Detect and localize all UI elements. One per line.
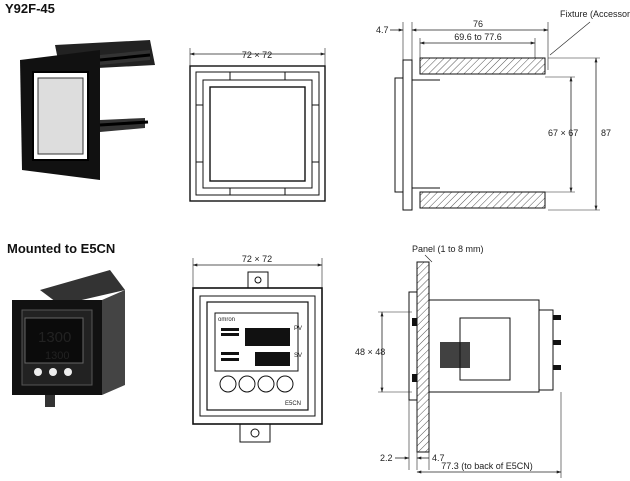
top-side-dim-4-7: 4.7 — [376, 25, 389, 35]
top-front-width-label: 72 × 72 — [242, 50, 272, 60]
bottom-side-dim-77-3: 77.3 (to back of E5CN) — [441, 461, 533, 471]
bottom-side-dim-2-2: 2.2 — [380, 453, 393, 463]
top-side-view — [390, 21, 600, 211]
pv-label: PV — [294, 326, 302, 332]
bottom-side-dim-48: 48 × 48 — [355, 347, 385, 357]
bottom-front-view — [192, 258, 323, 443]
omron-brand-label: omron — [218, 317, 235, 323]
fixture-accessory-label: Fixture (Accessory) — [560, 9, 630, 19]
title-y92f-45: Y92F-45 — [5, 1, 55, 16]
photo-sv-readout: 1300 — [45, 350, 69, 362]
top-front-view — [189, 48, 326, 202]
sv-label: SV — [294, 353, 302, 359]
bottom-side-dim-4-7: 4.7 — [432, 453, 445, 463]
photo-pv-readout: 1300 — [38, 329, 71, 346]
fixture-photo — [20, 40, 155, 180]
e5cn-model-label: E5CN — [285, 401, 301, 407]
top-side-dim-87: 87 — [601, 128, 611, 138]
panel-thickness-label: Panel (1 to 8 mm) — [412, 244, 484, 254]
top-side-dim-67: 67 × 67 — [548, 128, 578, 138]
bottom-side-view — [378, 254, 562, 478]
top-side-dim-76: 76 — [473, 19, 483, 29]
title-mounted-to-e5cn: Mounted to E5CN — [7, 241, 116, 256]
mounted-photo: 1300 1300 — [12, 270, 125, 407]
top-side-dim-range: 69.6 to 77.6 — [454, 32, 502, 42]
bottom-front-width-label: 72 × 72 — [242, 254, 272, 264]
